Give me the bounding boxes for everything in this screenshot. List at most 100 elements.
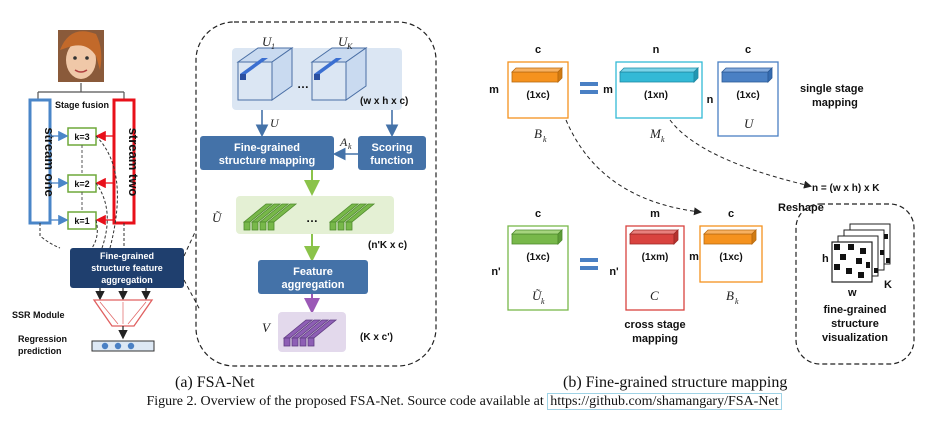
u-tilde-dots: … [306,211,318,225]
u1-label: U [262,34,273,49]
fgsm-box [200,136,334,170]
c-nprime-label: n' [609,266,619,278]
ukt-dim-label: (1xc) [526,252,549,263]
bk-c-label: c [535,44,541,56]
bkc-label: B [726,288,734,303]
mk-dim-label: (1xn) [644,90,668,101]
u-n-label: n [707,94,714,106]
bk-label: B [534,126,542,141]
ukt-sub: k [541,297,545,306]
n-formula: n = (w x h) x K [812,183,880,194]
ssr-module-label: SSR Module [12,310,65,320]
caption-figure-line: Figure 2. Overview of the proposed FSA-N… [0,393,928,410]
u-matrix-label: U [744,116,755,131]
scoring-label-line1: Scoring [372,142,413,154]
bkc-sub: k [735,297,739,306]
u-label: U [270,116,280,130]
scoring-label-line2: function [370,155,414,167]
feature-agg-label-line1: Feature [293,266,333,278]
mk-bar [619,67,699,83]
regression-label-line2: prediction [18,346,62,356]
caption-b: (b) Fine-grained structure mapping [563,374,788,391]
figure-caption: (a) FSA-Net (b) Fine-grained structure m… [0,372,928,424]
bkc-dim-label: (1xc) [719,252,742,263]
viz-k-label: K [884,279,892,291]
single-stage-line1: single stage [800,83,864,95]
bk-bar [511,67,563,83]
u-bar [721,67,773,83]
v-bars [282,319,338,347]
uk-label: U [338,34,349,49]
bk-sub: k [543,135,547,144]
ak-sub: k [348,142,352,151]
ukt-nprime-label: n' [491,266,501,278]
fgsfa-box [70,248,184,288]
bk-dim-label: (1xc) [526,90,549,101]
ukt-c-label: c [535,208,541,220]
uk-sub: K [346,42,353,51]
dim-kc: (K x c') [360,332,393,343]
k3-label: k=3 [74,132,89,142]
structure-cubes [831,223,891,283]
fsa-detail-container [195,21,437,367]
u-tilde-label: Ũ [212,210,223,225]
fgsfa-out-arrows [95,288,151,301]
fgsfa-label-line2: structure feature [91,263,163,273]
cross-stage-line2: mapping [632,333,678,345]
fgsfa-label-line3: aggregation [101,275,153,285]
uk-tilde-bar [511,229,563,245]
ak-label: A [339,135,348,149]
v-label: V [262,320,272,335]
dim-nk: (n'K x c) [368,240,407,251]
bkc-c-label: c [728,208,734,220]
viz-w-label: w [847,287,857,299]
caption-a: (a) FSA-Net [175,374,255,391]
visualization-container [795,203,915,365]
fusion-dashed-lines [39,135,125,249]
mk-m-label: m [603,84,613,96]
viz-h-label: h [822,253,829,265]
bk-cross-bar [703,229,757,245]
u-c-label: c [745,44,751,56]
c-dim-label: (1xm) [642,252,669,263]
mk-label: M [649,126,662,141]
face-photo [58,30,104,82]
stream-arrows [50,130,114,226]
equals-sign-bottom [580,258,598,270]
regression-vector [91,340,155,352]
fsa-net-diagram: stream one stream two Stage fusion k=3 k… [12,21,915,367]
u-tilde-bars [242,203,376,231]
c-matrix-label: C [650,288,659,303]
k2-label: k=2 [74,179,89,189]
source-code-link[interactable]: https://github.com/shamangary/FSA-Net [547,393,782,410]
cross-stage-line1: cross stage [624,319,685,331]
bkc-m-label: m [689,251,699,263]
reshape-label: Reshape [778,202,824,214]
dim-whc: (w x h x c) [360,96,408,107]
fgsm-label-line1: Fine-grained [234,142,300,154]
u-dim-label: (1xc) [736,90,759,101]
ukt-label: Ũ [532,288,543,303]
regression-label-line1: Regression [18,334,67,344]
feature-aggregation-box [258,260,368,294]
single-stage-line2: mapping [812,97,858,109]
stage-fusion-label: Stage fusion [55,100,109,110]
mk-n-label: n [653,44,660,56]
viz-label-line3: visualization [822,332,888,344]
caption-figure-text: Figure 2. Overview of the proposed FSA-N… [146,394,548,409]
scoring-function-box [358,136,426,170]
u1-sub: 1 [271,42,275,51]
viz-label-line2: structure [831,318,879,330]
stream-one-label: stream one [42,127,57,196]
mk-sub: k [661,135,665,144]
viz-label-line1: fine-grained [824,304,887,316]
bk-to-cross-arrow [565,119,702,216]
uk-cube [310,47,368,101]
feature-agg-label-line2: aggregation [282,279,345,291]
equals-sign-top [580,82,598,94]
fgsm-label-line2: structure mapping [219,155,316,167]
c-m-label: m [650,208,660,220]
fgsfa-label-line1: Fine-grained [100,251,154,261]
bk-m-label: m [489,84,499,96]
u1-cube [236,47,294,101]
